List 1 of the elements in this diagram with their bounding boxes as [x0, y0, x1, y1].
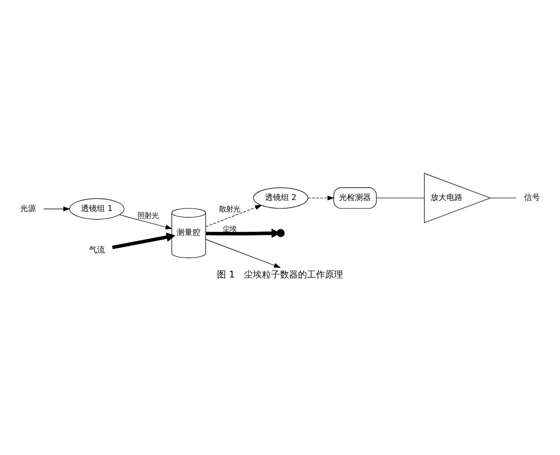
caption: 图 1 尘埃粒子数器的工作原理 — [217, 268, 343, 280]
